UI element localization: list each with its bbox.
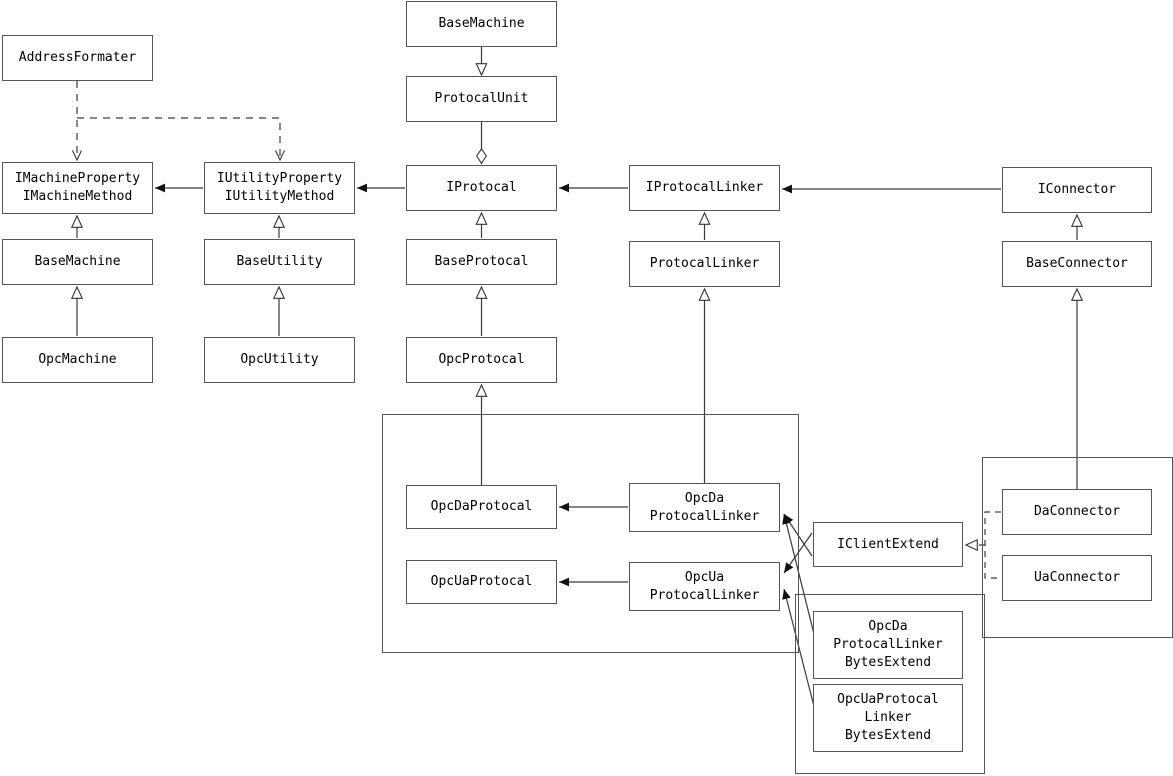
class-node-opcuaprotocallinkerbytes[interactable]: OpcUaProtocal Linker BytesExtend <box>813 684 963 752</box>
class-node-opcmachine[interactable]: OpcMachine <box>2 337 153 383</box>
class-node-opcuaprotocal[interactable]: OpcUaProtocal <box>406 560 557 604</box>
class-node-protocalunit[interactable]: ProtocalUnit <box>406 76 557 122</box>
class-node-imachineproperty[interactable]: IMachineProperty IMachineMethod <box>2 162 153 214</box>
group-protocal-implementations <box>382 414 799 653</box>
class-node-addressformater[interactable]: AddressFormater <box>2 35 153 81</box>
class-node-basemachine[interactable]: BaseMachine <box>406 1 557 47</box>
class-node-protocallinker[interactable]: ProtocalLinker <box>629 241 780 287</box>
class-node-iprotocal[interactable]: IProtocal <box>406 165 557 211</box>
edge-addressformater-iutility <box>77 117 285 162</box>
class-node-iprotocallinker[interactable]: IProtocalLinker <box>629 165 780 211</box>
class-node-opcdaprotocallinkerbytes[interactable]: OpcDa ProtocalLinker BytesExtend <box>813 611 963 679</box>
class-node-opcuaprotocallinker[interactable]: OpcUa ProtocalLinker <box>629 562 780 611</box>
class-node-baseutility[interactable]: BaseUtility <box>204 239 355 285</box>
class-node-iutilityproperty[interactable]: IUtilityProperty IUtilityMethod <box>204 162 355 214</box>
class-node-opcdaprotocallinker[interactable]: OpcDa ProtocalLinker <box>629 483 780 532</box>
class-node-baseprotocal[interactable]: BaseProtocal <box>406 239 557 285</box>
class-node-daconnector[interactable]: DaConnector <box>1002 489 1152 535</box>
group-connectors <box>982 457 1173 638</box>
class-node-opcprotocal[interactable]: OpcProtocal <box>406 337 557 383</box>
class-node-baseconnector[interactable]: BaseConnector <box>1002 241 1152 287</box>
class-node-opcdaprotocal[interactable]: OpcDaProtocal <box>406 485 557 529</box>
class-node-basemachineleft[interactable]: BaseMachine <box>2 239 153 285</box>
class-node-opcutility[interactable]: OpcUtility <box>204 337 355 383</box>
class-node-uaconnector[interactable]: UaConnector <box>1002 555 1152 601</box>
class-node-iclientextend[interactable]: IClientExtend <box>813 522 963 567</box>
class-node-iconnector[interactable]: IConnector <box>1002 167 1152 213</box>
